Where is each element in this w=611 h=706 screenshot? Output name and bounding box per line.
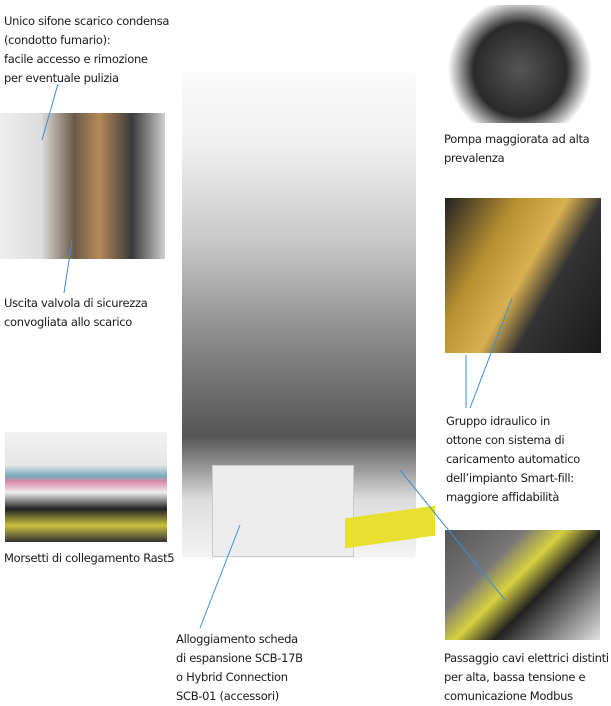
cables-photo: [445, 530, 600, 640]
leader-board: [199, 524, 241, 629]
leader-hydraulic-2: [469, 297, 513, 409]
callout-pump: Pompa maggiorata ad alta prevalenza: [444, 132, 590, 165]
board-housing: [212, 465, 354, 557]
callout-valve: Uscita valvola di sicurezza convogliata …: [4, 296, 148, 329]
hydraulic-photo: [445, 198, 601, 353]
siphon-photo: [0, 113, 165, 259]
leader-cables: [399, 469, 506, 601]
pump-photo: [440, 5, 600, 123]
callout-hydraulic: Gruppo idraulico in ottone con sistema d…: [446, 414, 581, 504]
terminals-photo: [5, 432, 167, 542]
callout-board: Alloggiamento scheda di espansione SCB-1…: [176, 632, 303, 703]
callout-cables: Passaggio cavi elettrici distinti per al…: [444, 651, 609, 703]
leader-siphon: [41, 83, 59, 141]
callout-siphon: Unico sifone scarico condensa (condotto …: [4, 14, 170, 85]
callout-terminals: Morsetti di collegamento Rast5: [4, 551, 175, 565]
leader-valve: [63, 239, 73, 294]
